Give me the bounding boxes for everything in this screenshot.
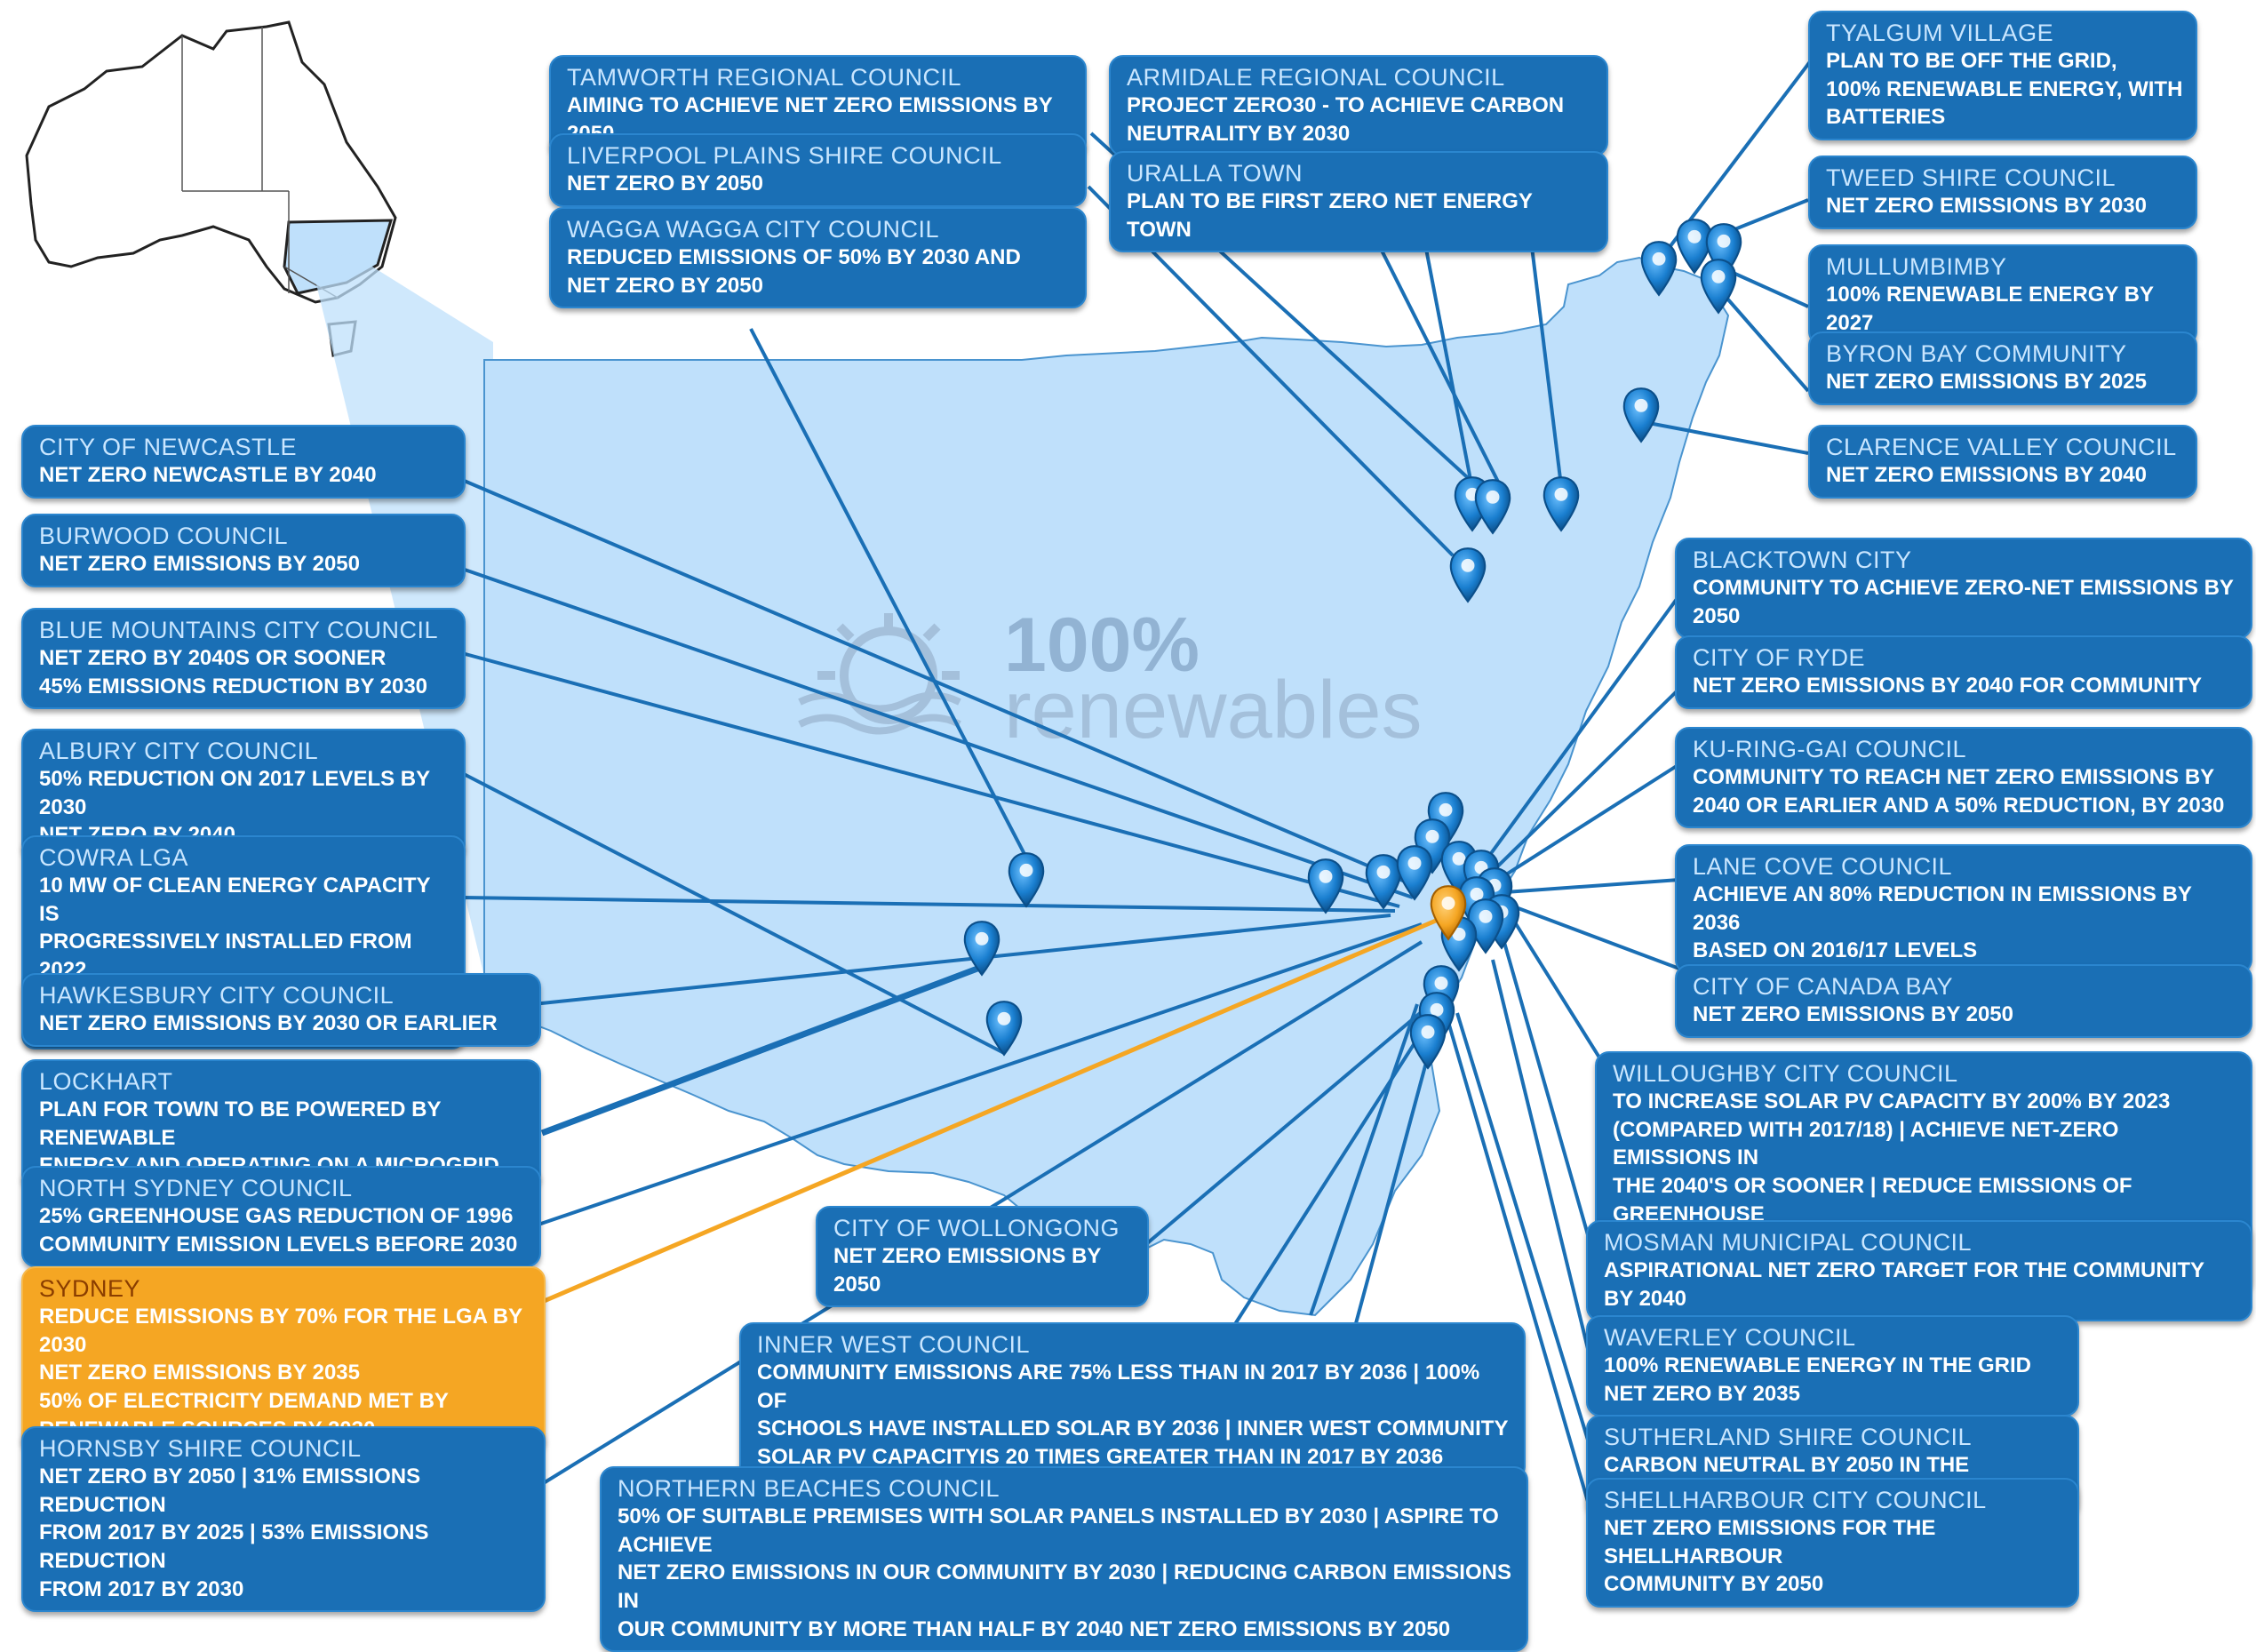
callout-title: CITY OF NEWCASTLE xyxy=(39,434,298,460)
callout-body: NET ZERO EMISSIONS BY 2050 xyxy=(833,1244,1101,1297)
callout-title: BLACKTOWN CITY xyxy=(1693,547,1912,573)
callout-title: CITY OF CANADA BAY xyxy=(1693,973,1954,1000)
callout-body: ASPIRATIONAL NET ZERO TARGET FOR THE COM… xyxy=(1604,1258,2204,1311)
callout-wollongong[interactable]: CITY OF WOLLONGONG NET ZERO EMISSIONS BY… xyxy=(816,1206,1149,1308)
callout-body: NET ZERO BY 2040S OR SOONER 45% EMISSION… xyxy=(39,646,428,698)
callout-body: 50% OF SUITABLE PREMISES WITH SOLAR PANE… xyxy=(618,1504,1511,1641)
callout-tyalgum[interactable]: TYALGUM VILLAGE PLAN TO BE OFF THE GRID,… xyxy=(1808,11,2197,141)
callout-tweed[interactable]: TWEED SHIRE COUNCIL NET ZERO EMISSIONS B… xyxy=(1808,156,2197,229)
callout-hornsby[interactable]: HORNSBY SHIRE COUNCIL NET ZERO BY 2050 |… xyxy=(21,1426,546,1613)
callout-body: REDUCE EMISSIONS BY 70% FOR THE LGA BY 2… xyxy=(39,1305,522,1441)
callout-title: ALBURY CITY COUNCIL xyxy=(39,738,319,764)
callout-title: KU-RING-GAI COUNCIL xyxy=(1693,736,1967,762)
callout-title: BLUE MOUNTAINS CITY COUNCIL xyxy=(39,617,439,643)
callout-liverpool-plains[interactable]: LIVERPOOL PLAINS SHIRE COUNCIL NET ZERO … xyxy=(549,133,1087,207)
callout-byron-bay[interactable]: BYRON BAY COMMUNITY NET ZERO EMISSIONS B… xyxy=(1808,331,2197,405)
callout-burwood[interactable]: BURWOOD COUNCIL NET ZERO EMISSIONS BY 20… xyxy=(21,514,466,587)
callout-newcastle[interactable]: CITY OF NEWCASTLE NET ZERO NEWCASTLE BY … xyxy=(21,425,466,499)
callout-title: TAMWORTH REGIONAL COUNCIL xyxy=(567,64,962,91)
callout-body: REDUCED EMISSIONS OF 50% BY 2030 AND NET… xyxy=(567,245,1021,298)
callout-body: NET ZERO NEWCASTLE BY 2040 xyxy=(39,463,377,488)
callout-body: NET ZERO EMISSIONS FOR THE SHELLHARBOUR … xyxy=(1604,1516,1936,1597)
callout-inner-west[interactable]: INNER WEST COUNCIL COMMUNITY EMISSIONS A… xyxy=(739,1322,1526,1480)
callout-title: HORNSBY SHIRE COUNCIL xyxy=(39,1435,362,1462)
callout-title: WILLOUGHBY CITY COUNCIL xyxy=(1613,1060,1958,1087)
callout-title: LOCKHART xyxy=(39,1068,173,1095)
map-stage: 100% renewables xyxy=(21,11,2252,1652)
callout-body: NET ZERO EMISSIONS BY 2050 xyxy=(1693,1002,2013,1027)
callout-title: INNER WEST COUNCIL xyxy=(757,1331,1031,1358)
callout-title: CITY OF RYDE xyxy=(1693,644,1866,671)
callout-title: MOSMAN MUNICIPAL COUNCIL xyxy=(1604,1229,1973,1256)
callout-mullumbimby[interactable]: MULLUMBIMBY 100% RENEWABLE ENERGY BY 202… xyxy=(1808,244,2197,347)
callout-title: URALLA TOWN xyxy=(1127,160,1303,187)
callout-title: ARMIDALE REGIONAL COUNCIL xyxy=(1127,64,1505,91)
callout-waverley[interactable]: WAVERLEY COUNCIL 100% RENEWABLE ENERGY I… xyxy=(1586,1315,2079,1417)
callout-northern-beaches[interactable]: NORTHERN BEACHES COUNCIL 50% OF SUITABLE… xyxy=(600,1466,1528,1652)
callout-title: BURWOOD COUNCIL xyxy=(39,523,289,549)
callout-body: 25% GREENHOUSE GAS REDUCTION OF 1996 COM… xyxy=(39,1204,518,1257)
callout-body: NET ZERO EMISSIONS BY 2030 xyxy=(1826,194,2147,219)
callout-title: SUTHERLAND SHIRE COUNCIL xyxy=(1604,1424,1973,1450)
callout-title: CLARENCE VALLEY COUNCIL xyxy=(1826,434,2177,460)
callout-title: NORTHERN BEACHES COUNCIL xyxy=(618,1475,1000,1502)
callout-body: COMMUNITY TO REACH NET ZERO EMISSIONS BY… xyxy=(1693,765,2225,818)
callout-north-sydney[interactable]: NORTH SYDNEY COUNCIL 25% GREENHOUSE GAS … xyxy=(21,1166,541,1268)
callout-canada-bay[interactable]: CITY OF CANADA BAY NET ZERO EMISSIONS BY… xyxy=(1675,964,2252,1038)
callout-title: BYRON BAY COMMUNITY xyxy=(1826,340,2127,367)
callout-body: NET ZERO BY 2050 | 31% EMISSIONS REDUCTI… xyxy=(39,1464,429,1601)
callout-blacktown[interactable]: BLACKTOWN CITY COMMUNITY TO ACHIEVE ZERO… xyxy=(1675,538,2252,640)
callout-title: SHELLHARBOUR CITY COUNCIL xyxy=(1604,1487,1987,1513)
callout-body: NET ZERO BY 2050 xyxy=(567,172,763,196)
callout-title: CITY OF WOLLONGONG xyxy=(833,1215,1120,1241)
callout-title: MULLUMBIMBY xyxy=(1826,253,2007,280)
watermark-word: renewables xyxy=(1004,665,1423,755)
callout-mosman[interactable]: MOSMAN MUNICIPAL COUNCIL ASPIRATIONAL NE… xyxy=(1586,1220,2252,1322)
callout-ku-ring-gai[interactable]: KU-RING-GAI COUNCIL COMMUNITY TO REACH N… xyxy=(1675,727,2252,829)
callout-title: COWRA LGA xyxy=(39,844,189,871)
callout-body: COMMUNITY EMISSIONS ARE 75% LESS THAN IN… xyxy=(757,1361,1509,1470)
callout-title: LANE COVE COUNCIL xyxy=(1693,853,1953,880)
callout-blue-mountains[interactable]: BLUE MOUNTAINS CITY COUNCIL NET ZERO BY … xyxy=(21,608,466,710)
callout-body: PLAN TO BE FIRST ZERO NET ENERGY TOWN xyxy=(1127,189,1533,242)
callout-title: HAWKESBURY CITY COUNCIL xyxy=(39,982,395,1009)
callout-body: COMMUNITY TO ACHIEVE ZERO-NET EMISSIONS … xyxy=(1693,576,2234,628)
callout-ryde[interactable]: CITY OF RYDE NET ZERO EMISSIONS BY 2040 … xyxy=(1675,635,2252,709)
callout-body: NET ZERO EMISSIONS BY 2040 xyxy=(1826,463,2147,488)
callout-title: NORTH SYDNEY COUNCIL xyxy=(39,1175,353,1201)
callout-wagga-wagga[interactable]: WAGGA WAGGA CITY COUNCIL REDUCED EMISSIO… xyxy=(549,207,1087,309)
callout-armidale[interactable]: ARMIDALE REGIONAL COUNCIL PROJECT ZERO30… xyxy=(1109,55,1608,157)
callout-title: TYALGUM VILLAGE xyxy=(1826,20,2054,46)
callout-title: SYDNEY xyxy=(39,1275,141,1302)
callout-body: 100% RENEWABLE ENERGY BY 2027 xyxy=(1826,283,2154,335)
callout-body: NET ZERO EMISSIONS BY 2025 xyxy=(1826,370,2147,395)
sydney-connector xyxy=(541,913,1449,1305)
callout-hawkesbury[interactable]: HAWKESBURY CITY COUNCIL NET ZERO EMISSIO… xyxy=(21,973,541,1047)
callout-body: PLAN TO BE OFF THE GRID, 100% RENEWABLE … xyxy=(1826,49,2183,130)
callout-clarence-valley[interactable]: CLARENCE VALLEY COUNCIL NET ZERO EMISSIO… xyxy=(1808,425,2197,499)
callout-body: 100% RENEWABLE ENERGY IN THE GRID NET ZE… xyxy=(1604,1353,2031,1406)
callout-body: NET ZERO EMISSIONS BY 2050 xyxy=(39,552,360,577)
callout-body: NET ZERO EMISSIONS BY 2030 OR EARLIER xyxy=(39,1011,498,1036)
callout-body: ACHIEVE AN 80% REDUCTION IN EMISSIONS BY… xyxy=(1693,882,2192,963)
watermark-logo: 100% renewables xyxy=(798,603,1423,755)
callout-uralla[interactable]: URALLA TOWN PLAN TO BE FIRST ZERO NET EN… xyxy=(1109,151,1608,253)
callout-sydney[interactable]: SYDNEY REDUCE EMISSIONS BY 70% FOR THE L… xyxy=(21,1266,546,1453)
callout-title: LIVERPOOL PLAINS SHIRE COUNCIL xyxy=(567,142,1002,169)
callout-title: WAGGA WAGGA CITY COUNCIL xyxy=(567,216,940,243)
watermark-number: 100% xyxy=(1004,603,1200,688)
callout-title: WAVERLEY COUNCIL xyxy=(1604,1324,1856,1351)
callout-body: PROJECT ZERO30 - TO ACHIEVE CARBON NEUTR… xyxy=(1127,93,1565,146)
callout-shellharbour[interactable]: SHELLHARBOUR CITY COUNCIL NET ZERO EMISS… xyxy=(1586,1478,2079,1608)
callout-title: TWEED SHIRE COUNCIL xyxy=(1826,164,2116,191)
callout-body: NET ZERO EMISSIONS BY 2040 FOR COMMUNITY xyxy=(1693,674,2202,698)
callout-lane-cove[interactable]: LANE COVE COUNCIL ACHIEVE AN 80% REDUCTI… xyxy=(1675,844,2252,975)
